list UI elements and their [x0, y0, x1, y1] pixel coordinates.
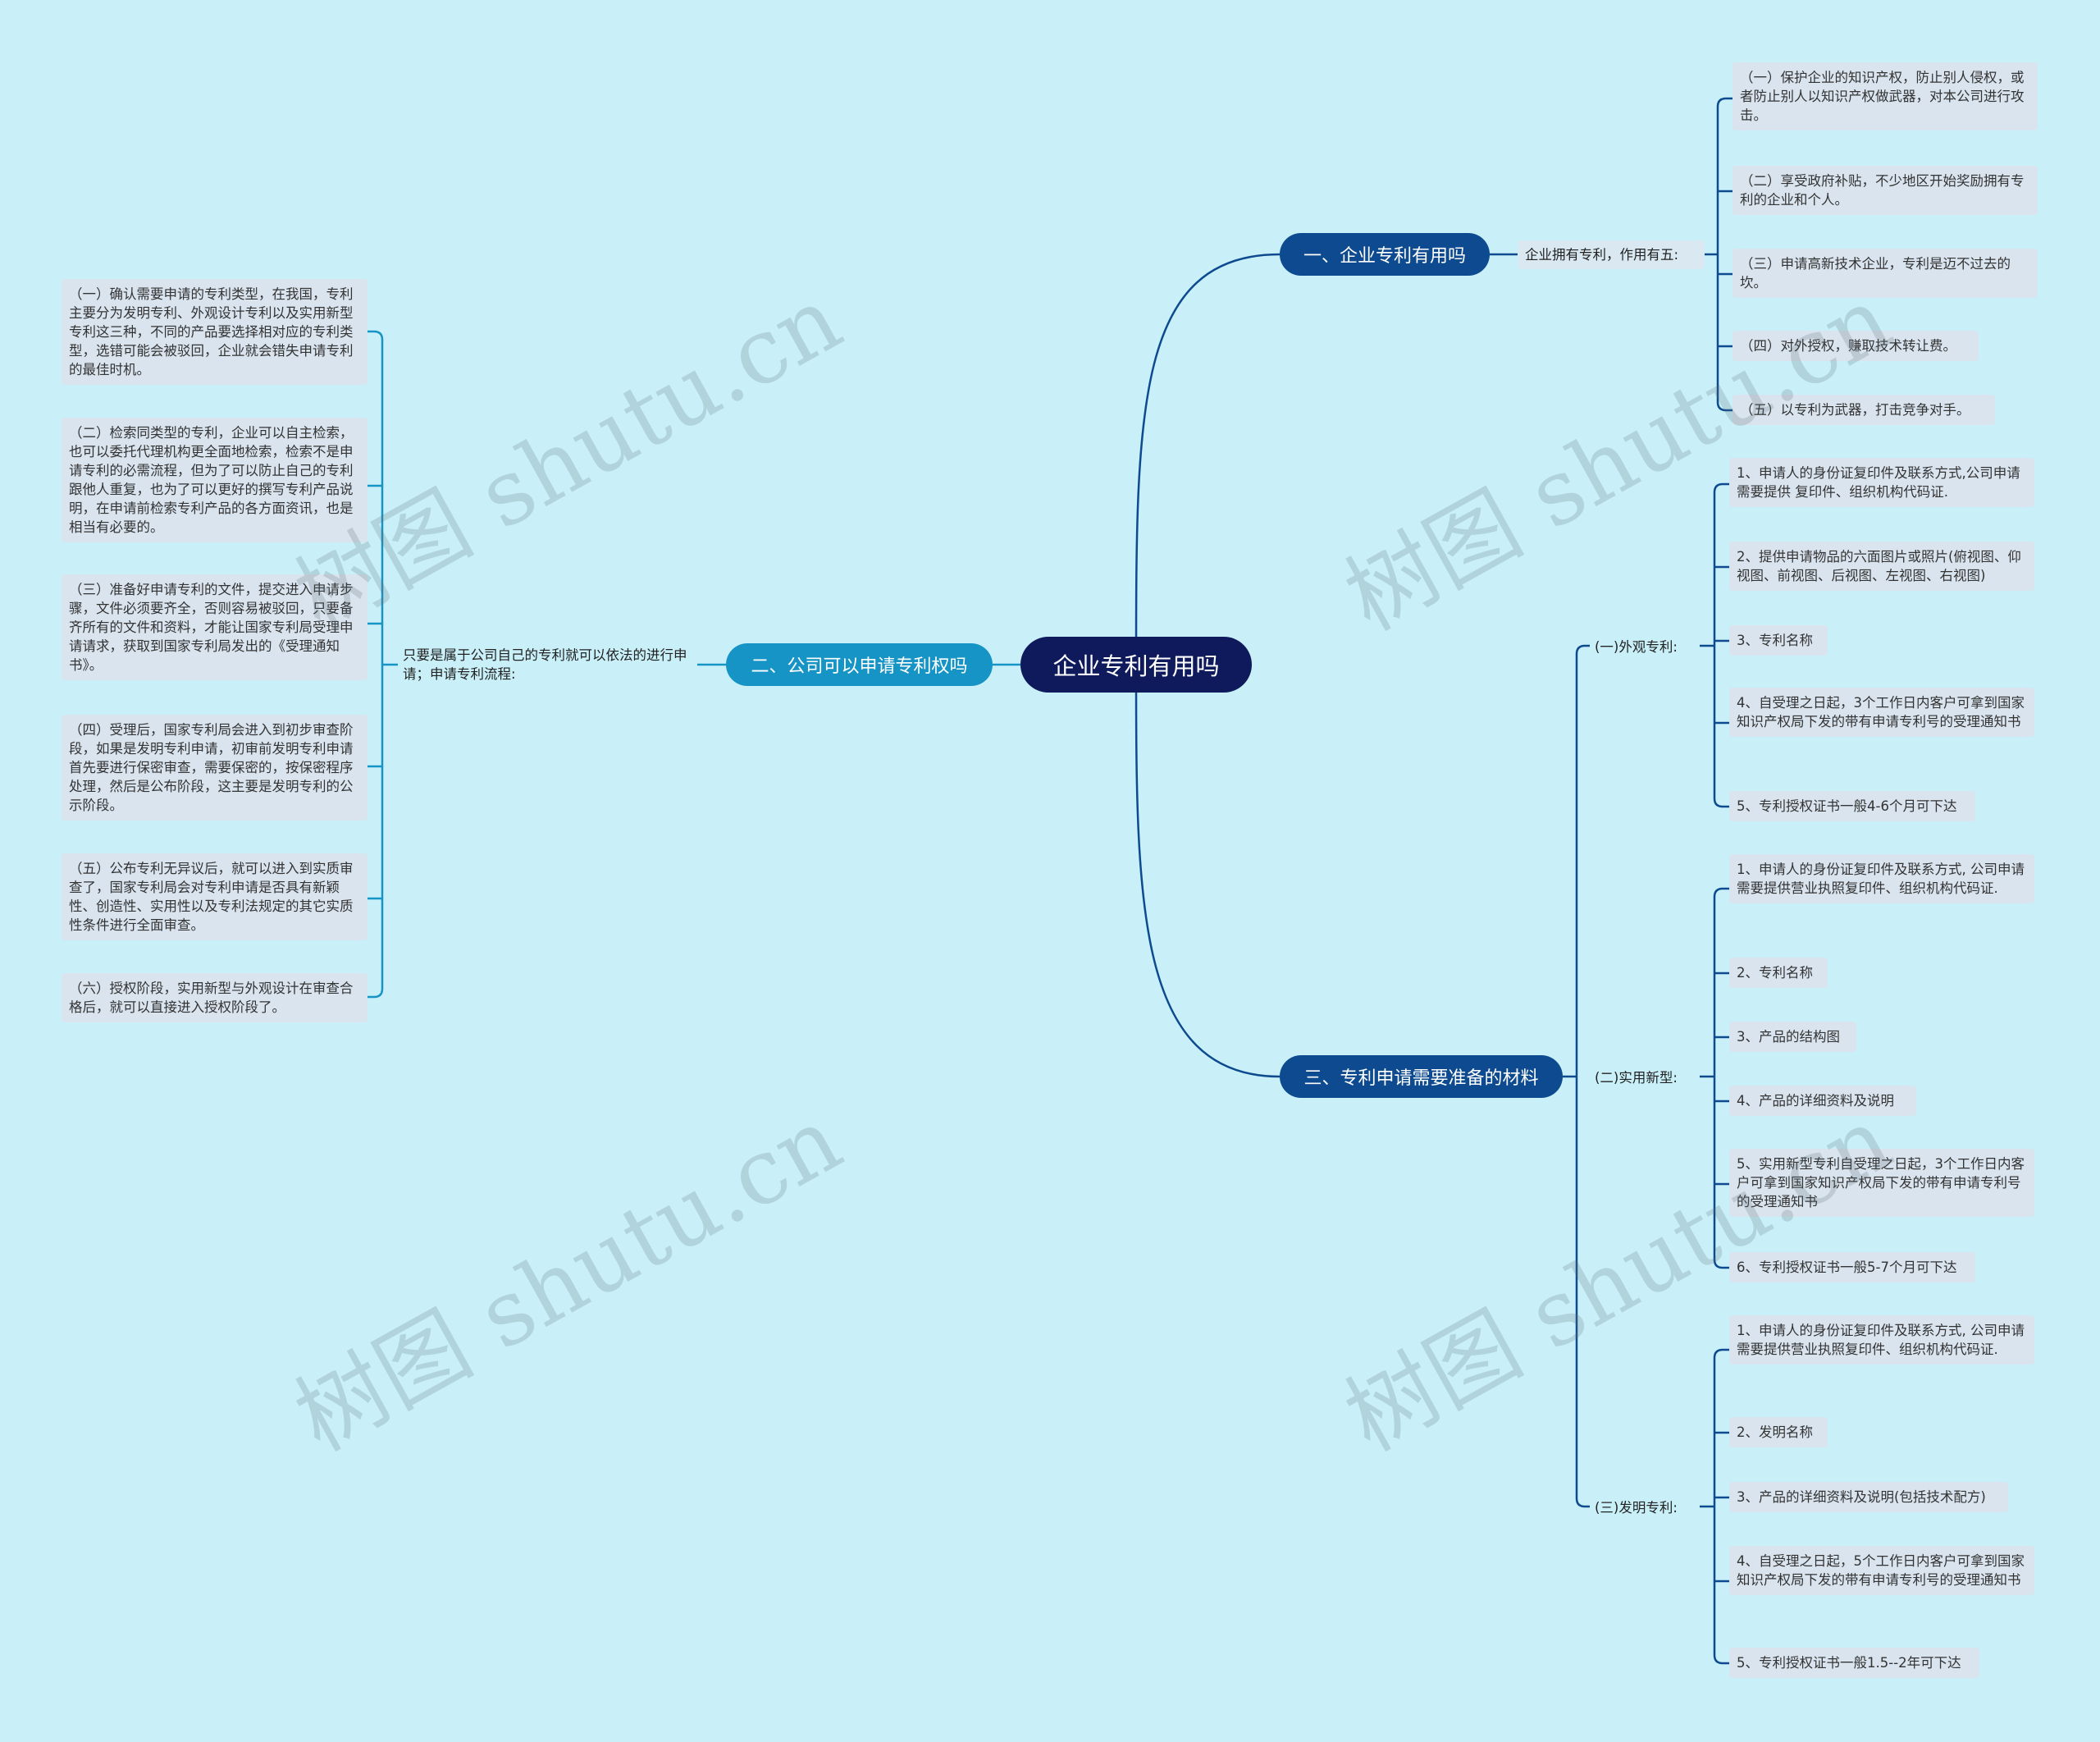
branch-topic-3[interactable]: 三、专利申请需要准备的材料: [1280, 1055, 1563, 1098]
connector-b1-leaves: [1705, 97, 1732, 412]
connector-g2-leaves: [1700, 887, 1729, 1269]
leaf-b1-1[interactable]: （一）保护企业的知识产权，防止别人侵权，或者防止别人以知识产权做武器，对本公司进…: [1732, 62, 2038, 130]
leaf-b1-5[interactable]: （五）以专利为武器，打击竞争对手。: [1732, 395, 1995, 425]
leaf-g1-3[interactable]: 3、专利名称: [1729, 625, 1828, 656]
leaf-g2-1[interactable]: 1、申请人的身份证复印件及联系方式, 公司申请需要提供营业执照复印件、组织机构代…: [1729, 854, 2034, 903]
connector-root-b3: [1134, 664, 1281, 1078]
subtopic-b2[interactable]: 只要是属于公司自己的专利就可以依法的进行申请；申请专利流程:: [403, 647, 687, 682]
branch-topic-1[interactable]: 一、企业专利有用吗: [1280, 233, 1490, 276]
leaf-g2-5[interactable]: 5、实用新型专利自受理之日起，3个工作日内客户可拿到国家知识产权局下发的带有申请…: [1729, 1149, 2034, 1217]
leaf-b1-3[interactable]: （三）申请高新技术企业，专利是迈不过去的坎。: [1732, 249, 2038, 298]
leaf-b1-4[interactable]: （四）对外授权，赚取技术转让费。: [1732, 331, 1979, 361]
connector-b2-leaves: [368, 330, 398, 999]
leaf-g2-4[interactable]: 4、产品的详细资料及说明: [1729, 1086, 1916, 1116]
leaf-g2-3[interactable]: 3、产品的结构图: [1729, 1022, 1856, 1052]
leaf-g1-2[interactable]: 2、提供申请物品的六面图片或照片(俯视图、仰视图、前视图、后视图、左视图、右视图…: [1729, 542, 2034, 591]
group-design-patent[interactable]: (一)外观专利:: [1595, 639, 1678, 655]
leaf-g1-4[interactable]: 4、自受理之日起，3个工作日内客户可拿到国家知识产权局下发的带有申请专利号的受理…: [1729, 688, 2034, 737]
connector-b3-groups: [1563, 644, 1590, 1508]
group-utility-model[interactable]: (二)实用新型:: [1595, 1070, 1678, 1086]
leaf-b2-5[interactable]: （五）公布专利无异议后，就可以进入到实质审查了，国家专利局会对专利申请是否具有新…: [62, 853, 368, 940]
leaf-g3-5[interactable]: 5、专利授权证书一般1.5--2年可下达: [1729, 1648, 1979, 1678]
root-topic[interactable]: 企业专利有用吗: [1020, 637, 1252, 693]
connector-g3-leaves: [1700, 1348, 1729, 1665]
leaf-g2-6[interactable]: 6、专利授权证书一般5-7个月可下达: [1729, 1252, 1975, 1282]
subtopic-b1[interactable]: 企业拥有专利，作用有五:: [1518, 240, 1705, 269]
leaf-b2-4[interactable]: （四）受理后，国家专利局会进入到初步审查阶段，如果是发明专利申请，初审前发明专利…: [62, 715, 368, 821]
leaf-b2-6[interactable]: （六）授权阶段，实用新型与外观设计在审查合格后，就可以直接进入授权阶段了。: [62, 973, 368, 1022]
leaf-b2-3[interactable]: （三）准备好申请专利的文件，提交进入申请步骤，文件必须要齐全，否则容易被驳回，只…: [62, 574, 368, 680]
group-invention-patent[interactable]: (三)发明专利:: [1595, 1500, 1678, 1516]
leaf-g2-2[interactable]: 2、专利名称: [1729, 958, 1828, 988]
leaf-g3-2[interactable]: 2、发明名称: [1729, 1417, 1828, 1447]
leaf-b2-1[interactable]: （一）确认需要申请的专利类型，在我国，专利主要分为发明专利、外观设计专利以及实用…: [62, 279, 368, 385]
leaf-g1-5[interactable]: 5、专利授权证书一般4-6个月可下达: [1729, 791, 1975, 821]
leaf-b2-2[interactable]: （二）检索同类型的专利，企业可以自主检索，也可以委托代理机构更全面地检索，检索不…: [62, 418, 368, 542]
connector-root-b1: [1134, 253, 1281, 665]
leaf-g3-1[interactable]: 1、申请人的身份证复印件及联系方式, 公司申请需要提供营业执照复印件、组织机构代…: [1729, 1315, 2034, 1365]
leaf-g3-4[interactable]: 4、自受理之日起，5个工作日内客户可拿到国家知识产权局下发的带有申请专利号的受理…: [1729, 1546, 2034, 1595]
leaf-g1-1[interactable]: 1、申请人的身份证复印件及联系方式,公司申请需要提供 复印件、组织机构代码证.: [1729, 458, 2034, 507]
leaf-g3-3[interactable]: 3、产品的详细资料及说明(包括技术配方): [1729, 1482, 2008, 1512]
branch-topic-2[interactable]: 二、公司可以申请专利权吗: [726, 643, 993, 686]
connector-g1-leaves: [1700, 482, 1729, 808]
leaf-b1-2[interactable]: （二）享受政府补贴，不少地区开始奖励拥有专利的企业和个人。: [1732, 166, 2038, 215]
